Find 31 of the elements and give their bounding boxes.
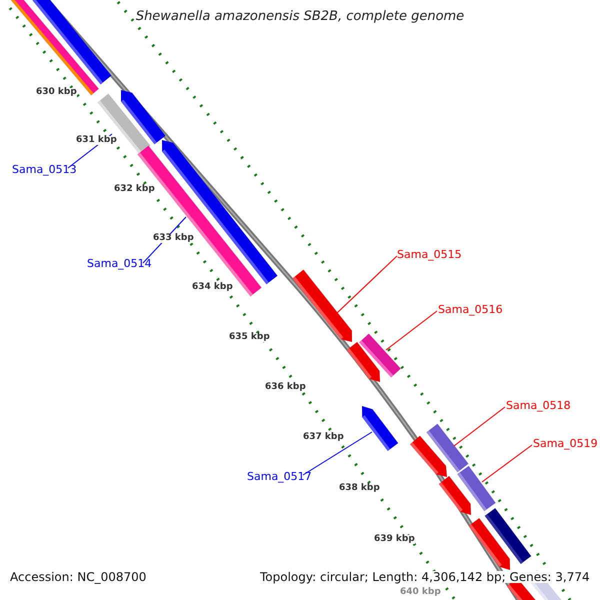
scale-label: 638 kbp bbox=[339, 484, 380, 493]
scale-label: 631 kbp bbox=[76, 136, 117, 145]
scale-label: 635 kbp bbox=[229, 333, 270, 342]
gene-label: Sama_0513 bbox=[12, 164, 77, 175]
scale-label: 640 kbp bbox=[400, 588, 441, 597]
gene-feature bbox=[359, 334, 401, 378]
gene-feature bbox=[292, 270, 352, 342]
gene-feature bbox=[457, 466, 496, 512]
scale-label: 633 kbp bbox=[153, 234, 194, 243]
accession-text: Accession: NC_008700 bbox=[10, 571, 146, 583]
scale-label: 637 kbp bbox=[303, 433, 344, 442]
leader-line bbox=[336, 256, 398, 314]
scale-label: 634 kbp bbox=[192, 283, 233, 292]
leader-line bbox=[482, 444, 532, 482]
gene-label: Sama_0519 bbox=[533, 438, 598, 449]
leader-line bbox=[386, 310, 438, 350]
scale-label: 636 kbp bbox=[265, 383, 306, 392]
gene-label: Sama_0517 bbox=[247, 471, 312, 482]
scale-label: 632 kbp bbox=[114, 185, 155, 194]
gene-feature bbox=[426, 424, 468, 472]
title: Shewanella amazonensis SB2B, complete genome bbox=[134, 10, 466, 23]
scale-label: 630 kbp bbox=[36, 88, 77, 97]
genome-stats-text: Topology: circular; Length: 4,306,142 bp; Genes: 3,774 bbox=[260, 571, 590, 583]
gene-label: Sama_0518 bbox=[506, 400, 571, 411]
leader-line bbox=[302, 432, 372, 476]
gene-label: Sama_0515 bbox=[397, 249, 462, 260]
scale-label: 639 kbp bbox=[374, 535, 415, 544]
leader-line bbox=[454, 406, 506, 446]
gene-label: Sama_0514 bbox=[87, 258, 152, 269]
gene-feature bbox=[362, 406, 398, 451]
gene-label: Sama_0516 bbox=[438, 304, 503, 315]
